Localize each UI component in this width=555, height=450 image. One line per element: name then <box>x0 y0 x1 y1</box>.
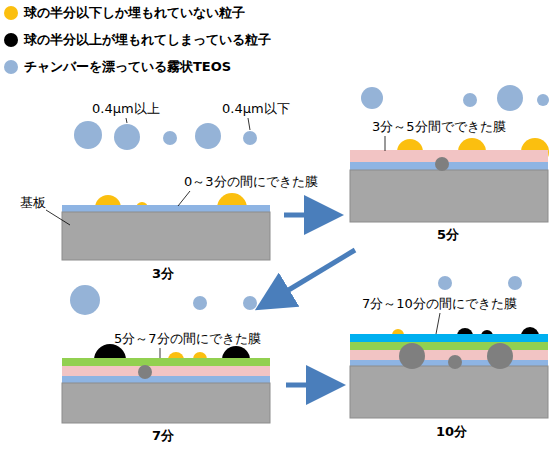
panel-10min <box>350 276 548 418</box>
step-arrows <box>272 215 355 385</box>
legend-swatch <box>4 6 18 20</box>
legend-text: 球の半分以下しか埋もれていない粒子 <box>24 5 245 21</box>
time-caption: 7分 <box>152 428 174 444</box>
legend-row: 球の半分以下しか埋もれていない粒子 <box>4 5 245 21</box>
legend-swatch <box>4 60 18 74</box>
legend-row: 球の半分以上が埋もれてしまっている粒子 <box>4 32 271 48</box>
size-label: 0.4μm以上 <box>92 101 160 117</box>
time-caption: 3分 <box>152 266 174 282</box>
time-caption: 10分 <box>436 424 467 440</box>
legend-text: 球の半分以上が埋もれてしまっている粒子 <box>24 32 271 48</box>
film-label: 3分～5分間でできた膜 <box>372 119 506 135</box>
film-label: 7分～10分の間にできた膜 <box>362 296 517 312</box>
film-label: 5分～7分の間にできた膜 <box>114 331 261 347</box>
legend-text: チャンバーを漂っている霧状TEOS <box>24 59 231 75</box>
legend-row: チャンバーを漂っている霧状TEOS <box>4 59 231 75</box>
film-label: 0～3分の間にできた膜 <box>184 174 318 190</box>
substrate-label: 基板 <box>20 195 46 211</box>
panel-7min <box>62 285 270 423</box>
legend-swatch <box>4 33 18 47</box>
size-label: 0.4μm以下 <box>222 101 290 117</box>
panel-5min <box>350 85 549 222</box>
time-caption: 5分 <box>437 227 459 243</box>
